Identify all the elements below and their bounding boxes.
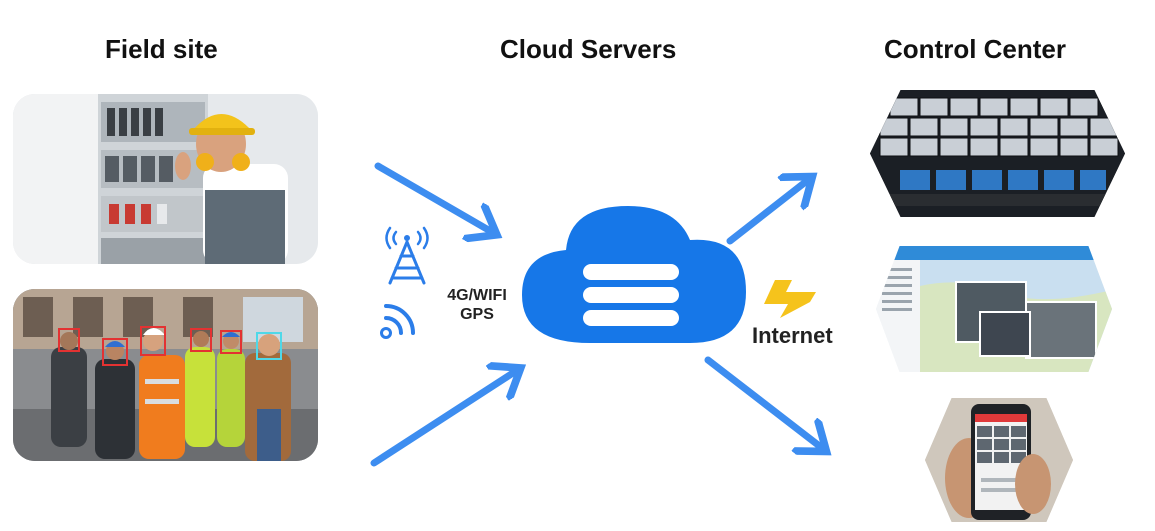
internet-label: Internet: [752, 323, 833, 348]
field-site-photo-electrical-worker: [13, 94, 318, 264]
lightning-bolt-icon: [764, 280, 816, 318]
cloud-servers-heading: Cloud Servers: [500, 34, 677, 64]
arrow-cloud-to-control-bottom: [704, 356, 822, 448]
control-center-video-wall-photo: [870, 90, 1125, 217]
control-center-heading: Control Center: [884, 34, 1066, 64]
arrow-field-top-to-cloud: [374, 162, 492, 232]
connection-line-gps: GPS: [460, 306, 494, 323]
cell-tower-icon: [385, 226, 429, 285]
field-site-heading: Field site: [105, 34, 218, 64]
field-site-photo-construction-workers: [13, 289, 318, 461]
connection-line-4g-wifi: 4G/WIFI: [447, 287, 507, 304]
control-center-mobile-app-photo: [925, 398, 1073, 522]
connection-label: 4G/WIFI GPS: [437, 286, 517, 324]
arrow-field-bottom-to-cloud: [370, 371, 516, 467]
arrow-cloud-to-control-top: [726, 180, 808, 245]
cloud-server-icon: [522, 206, 746, 343]
control-center-map-software-screenshot: [876, 246, 1112, 372]
wifi-icon: [380, 304, 415, 339]
